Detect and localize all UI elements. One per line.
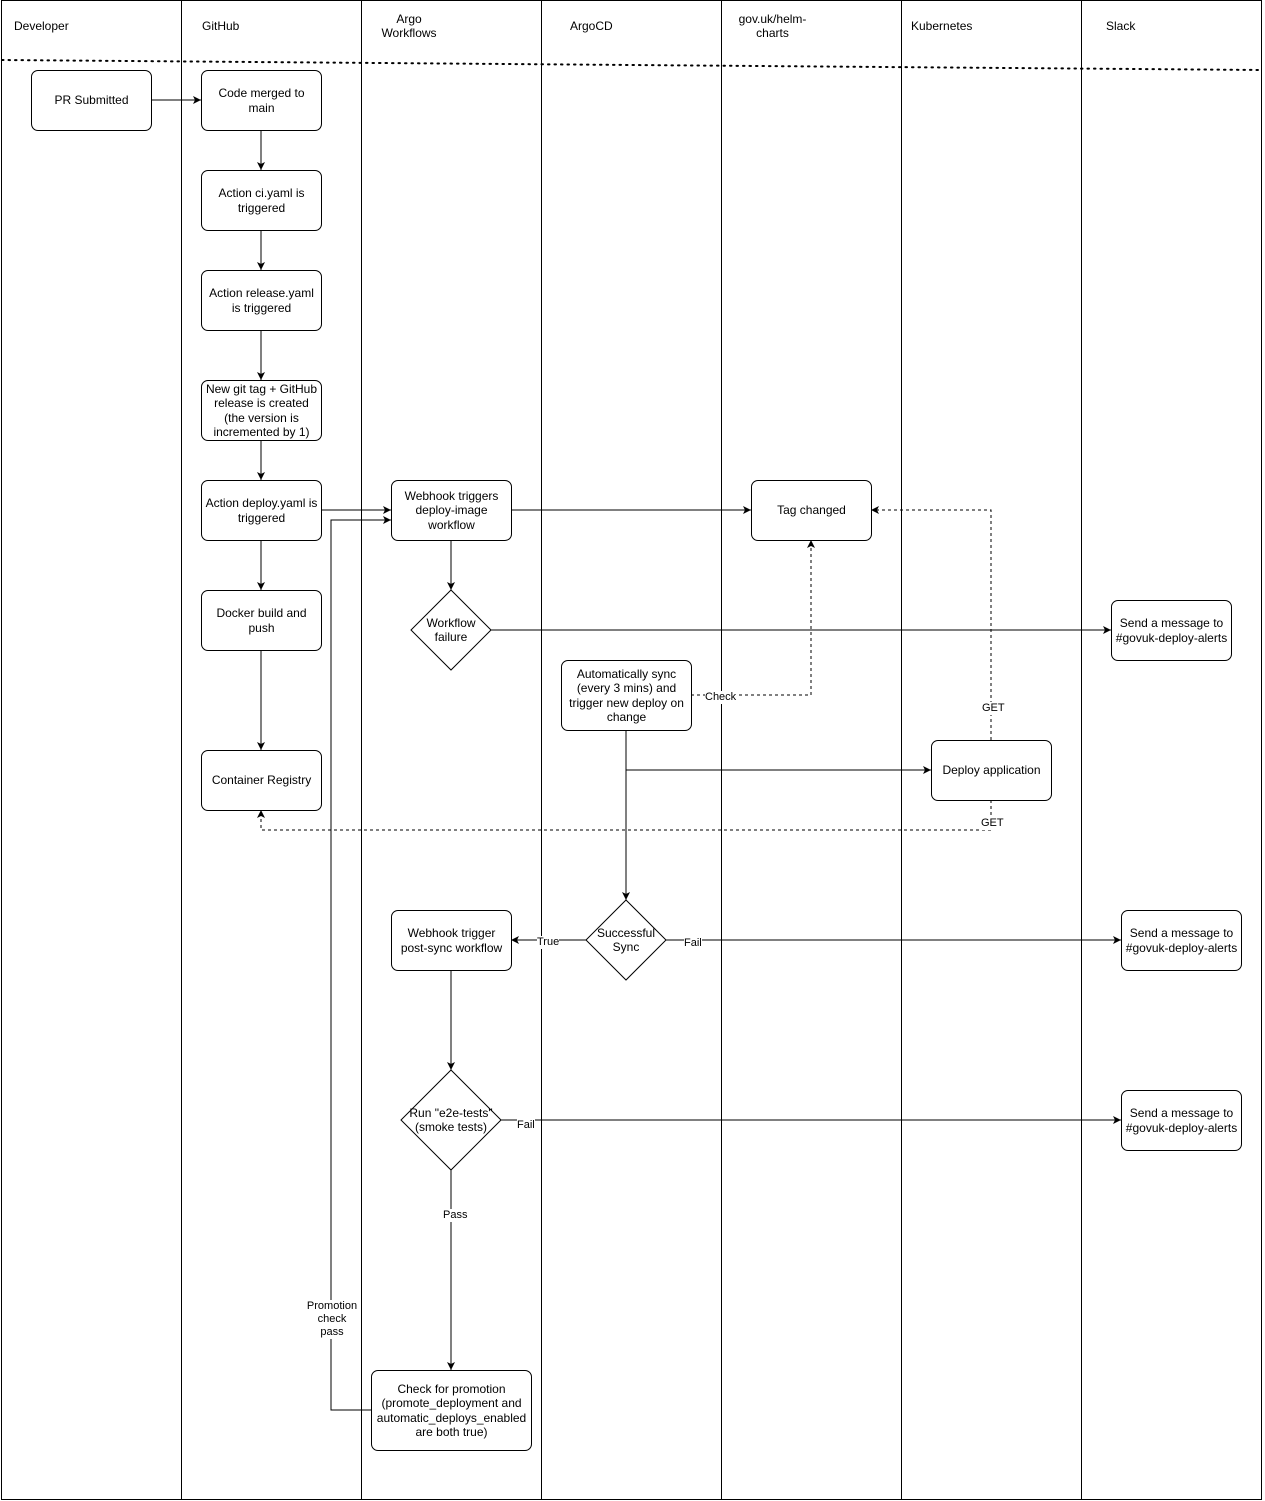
edge-label-e2e-pass: Pass [443,1209,468,1222]
edge-label-check: Check [705,691,737,704]
workflow-failure-label: Workflow failure [426,615,476,645]
git-tag-created-node: New git tag + GitHub release is created … [201,380,322,441]
docker-build-node: Docker build and push [201,590,322,651]
edge-get-image [257,800,992,831]
edge-label-sync-fail: Fail [684,937,702,950]
successful-sync-label: Successful Sync [596,925,656,955]
dashed-connectors [257,506,992,831]
webhook-deploy-image-node: Webhook triggers deploy-image workflow [391,480,512,541]
release-triggered-node: Action release.yaml is triggered [201,270,322,331]
ci-triggered-node: Action ci.yaml is triggered [201,170,322,231]
lane-title-argocd: ArgoCD [570,19,613,33]
deploy-application-node: Deploy application [931,740,1052,801]
deploy-triggered-node: Action deploy.yaml is triggered [201,480,322,541]
edge-label-promotion-pass: Promotion check pass [306,1300,358,1339]
edge-label-sync-true: True [537,936,560,949]
edge-label-get-tag: GET [982,702,1005,715]
container-registry-node: Container Registry [201,750,322,811]
connectors [151,96,1121,1411]
successful-sync-decision: Successful Sync [586,900,666,980]
workflow-failure-diamond [410,589,492,671]
run-e2e-label: Run "e2e-tests" (smoke tests) [409,1105,493,1135]
edge-label-get-image: GET [981,817,1004,830]
lane-title-github: GitHub [202,19,240,33]
run-e2e-decision: Run "e2e-tests" (smoke tests) [401,1070,501,1170]
edge-promotion-loop [330,516,391,1411]
edge-label-e2e-fail: Fail [517,1119,535,1132]
edge-get-tag [871,506,992,740]
lane-title-argo-workflows: Argo Workflows [381,12,437,40]
lane-title-kubernetes: Kubernetes [911,19,973,33]
header-separator [1,59,1263,71]
edge-check-tag [691,540,815,696]
code-merged-node: Code merged to main [201,70,322,131]
slack-alert-node-3: Send a message to #govuk-deploy-alerts [1121,1090,1242,1151]
pr-submitted-node: PR Submitted [31,70,152,131]
successful-sync-diamond [585,899,667,981]
webhook-post-sync-node: Webhook trigger post-sync workflow [391,910,512,971]
workflow-failure-decision: Workflow failure [411,590,491,670]
tag-changed-node: Tag changed [751,480,872,541]
slack-alert-node-2: Send a message to #govuk-deploy-alerts [1121,910,1242,971]
slack-alert-node-1: Send a message to #govuk-deploy-alerts [1111,600,1232,661]
auto-sync-node: Automatically sync (every 3 mins) and tr… [561,660,692,731]
check-promotion-node: Check for promotion (promote_deployment … [371,1370,532,1451]
lane-title-developer: Developer [14,19,69,33]
lane-title-helm-charts: gov.uk/helm- charts [738,12,807,40]
lane-title-slack: Slack [1106,19,1136,33]
edge-sync-to-deploy-app [625,730,931,774]
